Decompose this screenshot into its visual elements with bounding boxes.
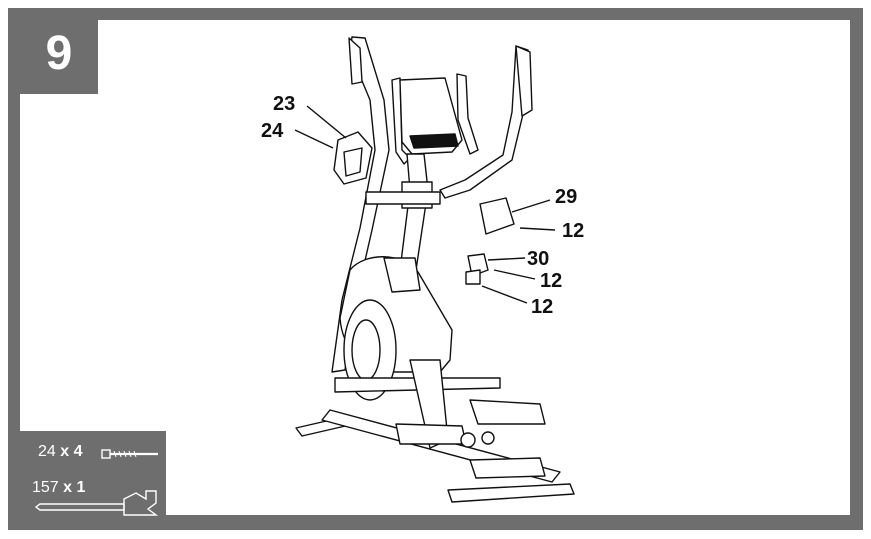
hardware-item: 24 x 4 — [38, 443, 83, 461]
wrench-icon — [34, 490, 159, 516]
hardware-item: 157 x 1 — [32, 479, 85, 497]
part-29-bracket — [479, 197, 515, 235]
callout-29: 29 — [555, 186, 577, 208]
step-number: 9 — [45, 27, 73, 80]
callout-30: 30 — [527, 248, 549, 270]
callout-labels: 23 24 29 12 30 12 12 — [261, 93, 584, 318]
hardware-part-number: 157 — [32, 479, 59, 496]
hardware-part-number: 24 — [38, 443, 56, 460]
leader-lines — [294, 105, 556, 304]
fixed-handlebar-right — [456, 73, 479, 155]
callout-12-b: 12 — [540, 270, 562, 292]
callout-23: 23 — [273, 93, 295, 115]
callout-12-a: 12 — [562, 220, 584, 242]
elliptical-trainer-illustration — [295, 36, 575, 503]
hardware-quantity: x 1 — [63, 479, 86, 496]
hardware-box: 24 x 4 157 x 1 — [20, 431, 166, 517]
callout-12-c: 12 — [531, 296, 553, 318]
hardware-quantity: x 4 — [60, 443, 83, 460]
callout-24: 24 — [261, 120, 284, 142]
step-number-box: 9 — [20, 20, 98, 94]
bolt-icon — [101, 449, 158, 459]
pedal-right — [469, 399, 546, 425]
console-mast — [399, 153, 429, 271]
rear-stabilizer — [447, 483, 575, 503]
pedal-left — [395, 423, 467, 445]
